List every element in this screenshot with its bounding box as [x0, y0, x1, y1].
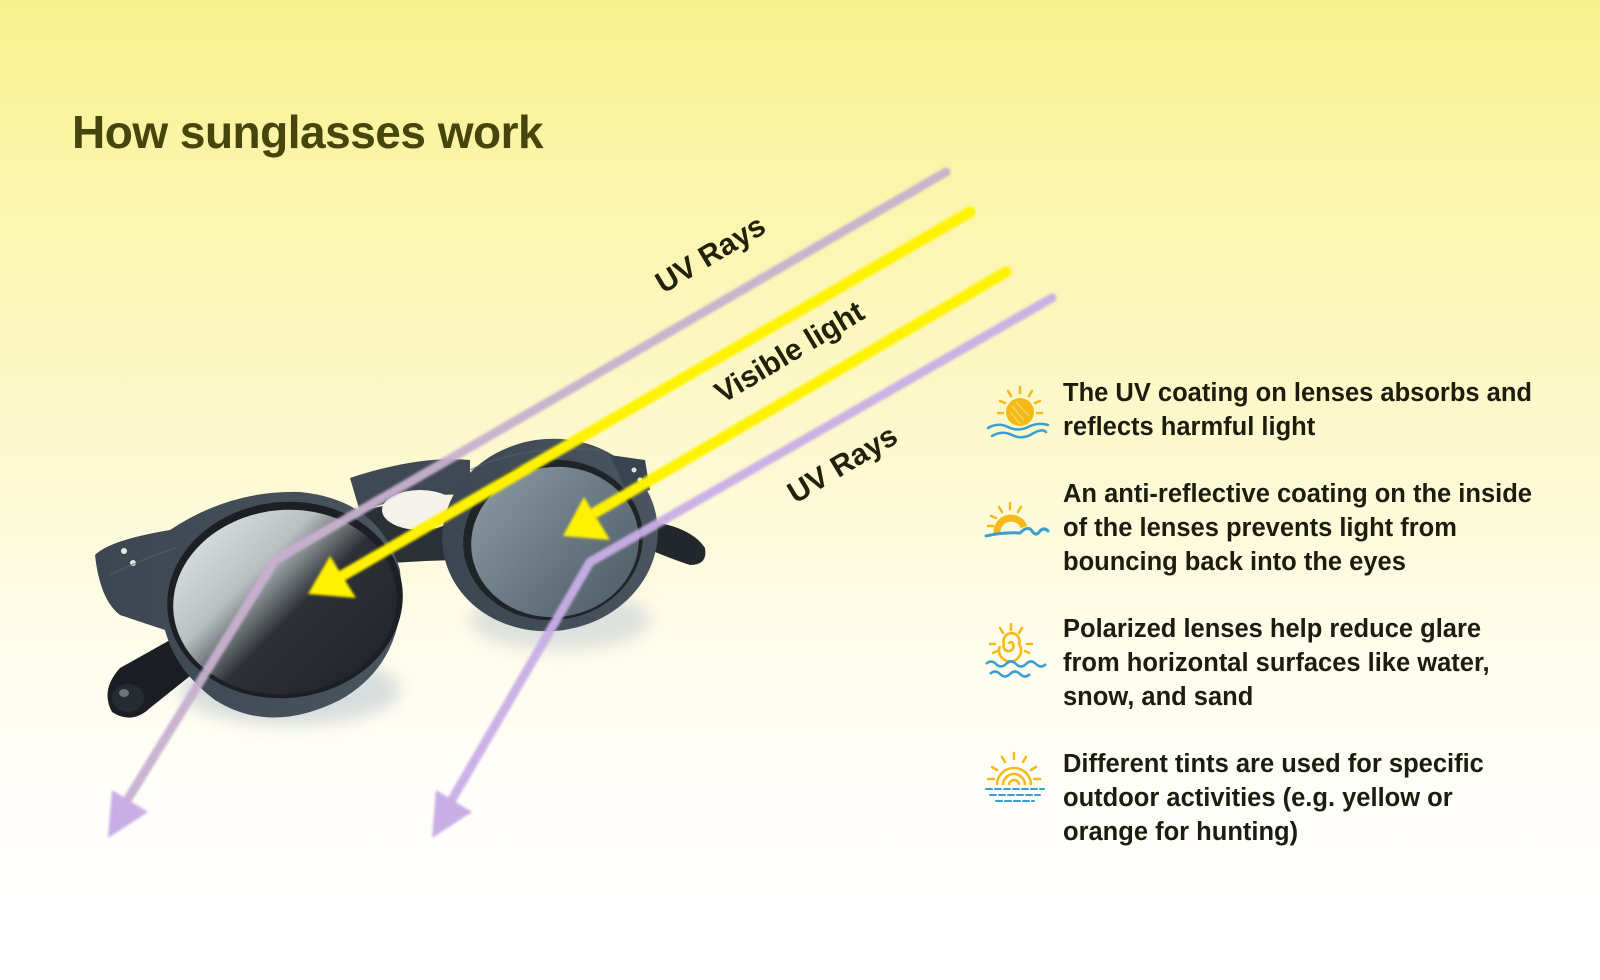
visible-ray-2-arrowhead-icon: [563, 497, 610, 540]
info-text-polarized: Polarized lenses help reduce glare from …: [1063, 615, 1490, 711]
info-text-tints: Different tints are used for specific ou…: [1063, 750, 1484, 846]
sun-over-waves-icon: [986, 385, 1050, 439]
visible-ray-1-arrowhead-icon: [308, 556, 356, 598]
uv-ray-2-arrowhead-icon: [432, 790, 472, 838]
rainbow-sun-sea-icon: [985, 751, 1045, 802]
uv-ray-1-arrowhead-icon: [108, 790, 148, 838]
page-title: How sunglasses work: [72, 106, 544, 158]
visible-ray-2: [563, 266, 1012, 540]
visible-ray-1: [308, 206, 976, 598]
sunglasses-illustration: [95, 438, 706, 718]
sunset-wave-icon: [984, 501, 1050, 538]
info-text-anti-reflective: An anti-reflective coating on the inside…: [1063, 480, 1532, 576]
uv-ray-2: [432, 293, 1057, 838]
uv-ray-1: [108, 167, 951, 838]
spiral-sun-waves-icon: [985, 622, 1047, 678]
info-text-uv-coating: The UV coating on lenses absorbs and ref…: [1063, 379, 1533, 441]
